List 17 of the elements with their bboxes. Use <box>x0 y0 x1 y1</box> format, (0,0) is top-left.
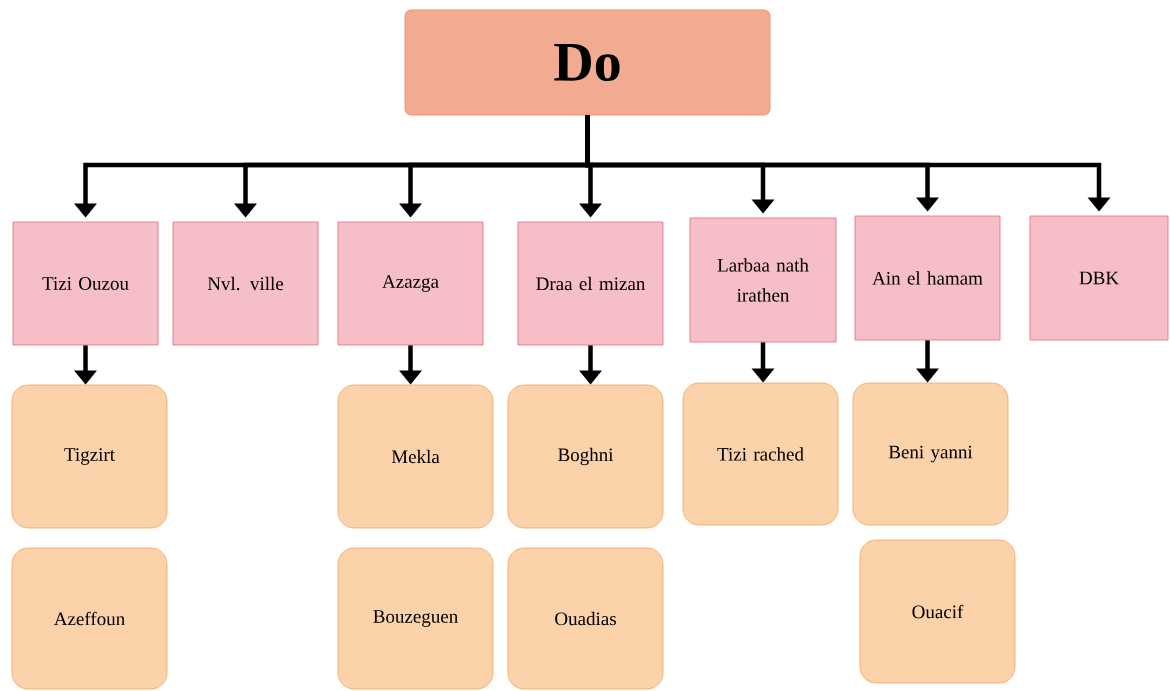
town-box: Tizi Ouzou <box>12 221 159 346</box>
village-box: Beni yanni <box>852 382 1009 526</box>
village-box: Tigzirt <box>11 384 168 529</box>
village-box: Azeffoun <box>11 547 168 690</box>
village-box: Ouadias <box>507 547 664 690</box>
town-box: Azazga <box>337 221 484 346</box>
town-box: Larbaa nath irathen <box>689 217 837 343</box>
town-box: DBK <box>1029 215 1169 341</box>
town-box: Draa el mizan <box>517 221 664 346</box>
village-box: Bouzeguen <box>337 547 494 690</box>
town-box: Nvl. ville <box>172 221 319 346</box>
village-box: Ouacif <box>859 539 1016 684</box>
root-box: Do <box>404 9 771 116</box>
village-box: Boghni <box>507 384 664 529</box>
town-box: Ain el hamam <box>854 215 1001 341</box>
village-box: Mekla <box>337 384 494 529</box>
village-box: Tizi rached <box>682 382 839 526</box>
